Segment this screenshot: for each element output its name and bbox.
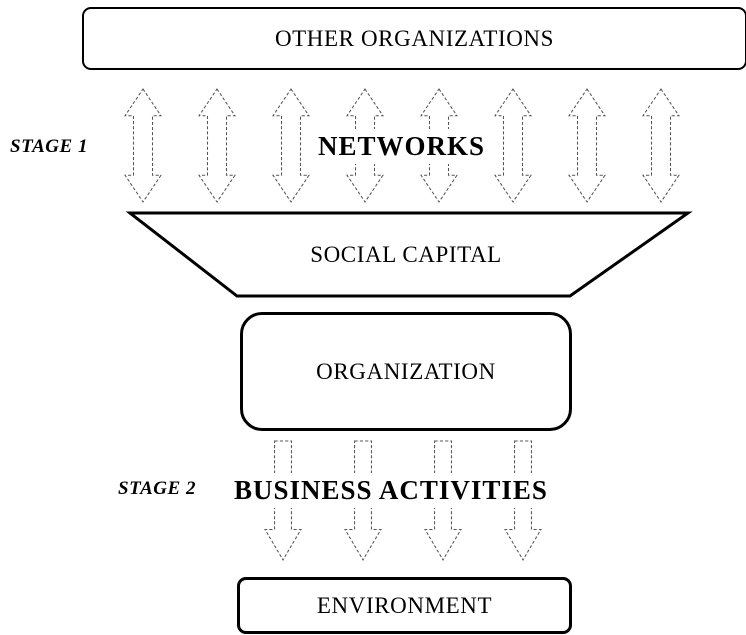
- social-capital-label: SOCIAL CAPITAL: [310, 242, 502, 267]
- environment-box: ENVIRONMENT: [237, 577, 572, 634]
- bidirectional-arrow-icon: [124, 88, 162, 203]
- organization-box: ORGANIZATION: [240, 312, 572, 431]
- stage1-label: STAGE 1: [10, 136, 88, 158]
- bidirectional-arrow-icon: [568, 88, 606, 203]
- bidirectional-arrow-icon: [272, 88, 310, 203]
- stage1-network-arrows: [124, 88, 680, 203]
- other-organizations-box: OTHER ORGANIZATIONS: [82, 7, 746, 70]
- bidirectional-arrow-icon: [494, 88, 532, 203]
- business-activities-label: BUSINESS ACTIVITIES: [228, 473, 554, 508]
- environment-label: ENVIRONMENT: [316, 592, 493, 618]
- bidirectional-arrow-icon: [198, 88, 236, 203]
- networks-label: NETWORKS: [312, 129, 492, 164]
- bidirectional-arrow-icon: [642, 88, 680, 203]
- funnel-shape: [125, 211, 693, 298]
- other-organizations-label: OTHER ORGANIZATIONS: [274, 25, 555, 51]
- organization-label: ORGANIZATION: [316, 358, 496, 384]
- stage2-label: STAGE 2: [118, 478, 196, 500]
